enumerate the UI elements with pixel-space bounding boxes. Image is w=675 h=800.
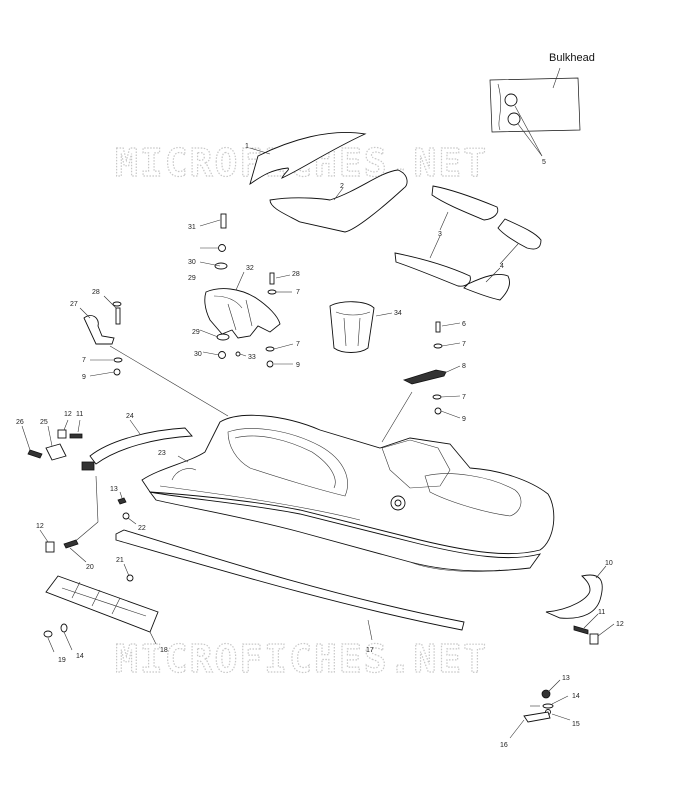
bulkhead-title: Bulkhead — [549, 52, 595, 64]
callout-19: 19 — [58, 657, 66, 664]
callout-25: 25 — [40, 419, 48, 426]
mat-4b — [463, 273, 511, 301]
mat-3a — [431, 185, 499, 221]
callout-7e: 7 — [462, 394, 466, 401]
rear-bumper — [545, 565, 615, 645]
callout-1: 1 — [245, 143, 249, 150]
callout-30a: 30 — [188, 259, 196, 266]
callout-12c: 12 — [616, 621, 624, 628]
callout-15: 15 — [572, 721, 580, 728]
callout-9b: 9 — [296, 362, 300, 369]
callout-11b: 11 — [598, 609, 605, 616]
rub-rail-front — [81, 419, 193, 471]
mat-set — [249, 131, 542, 301]
callout-27: 27 — [70, 301, 78, 308]
callout-24: 24 — [126, 413, 134, 420]
callout-29b: 29 — [192, 329, 200, 336]
watermark-bottom: MICROFICHES.NET — [115, 637, 488, 681]
callout-28b: 28 — [292, 271, 300, 278]
callout-21: 21 — [116, 557, 124, 564]
handle-hardware — [402, 321, 461, 419]
callout-4: 4 — [500, 263, 504, 270]
callout-16: 16 — [500, 742, 508, 749]
callout-18: 18 — [160, 647, 168, 654]
callout-7c: 7 — [82, 357, 86, 364]
hull — [141, 414, 555, 572]
mat-2 — [269, 169, 408, 233]
front-rail-fasteners — [21, 419, 83, 461]
callout-2: 2 — [340, 183, 344, 190]
callout-32: 32 — [246, 265, 254, 272]
callout-22: 22 — [138, 525, 146, 532]
callout-14b: 14 — [572, 693, 580, 700]
bottom-hardware — [509, 679, 571, 739]
callout-12a: 12 — [64, 411, 72, 418]
callout-12b: 12 — [36, 523, 44, 530]
callout-7d: 7 — [462, 341, 466, 348]
callout-33: 33 — [248, 354, 256, 361]
mat-1 — [249, 131, 367, 186]
callout-5: 5 — [542, 159, 546, 166]
leader-lines — [177, 147, 519, 463]
callout-34: 34 — [394, 310, 402, 317]
bulkhead-inset — [489, 67, 581, 157]
callout-7b: 7 — [296, 341, 300, 348]
screw-21 — [126, 574, 134, 582]
rub-rail-side — [115, 529, 465, 641]
callout-14a: 14 — [76, 653, 84, 660]
callout-9c: 9 — [462, 416, 466, 423]
callout-28a: 28 — [92, 289, 100, 296]
callout-13b: 13 — [562, 675, 570, 682]
hook-assembly — [79, 295, 229, 417]
callout-7a: 7 — [296, 289, 300, 296]
callout-9a: 9 — [82, 374, 86, 381]
step-plate — [43, 575, 159, 653]
mat-3b — [394, 252, 471, 287]
callout-8: 8 — [462, 363, 466, 370]
callout-labels: 1 2 3 4 5 6 7 7 7 7 7 8 9 9 9 10 11 11 1… — [16, 143, 624, 749]
callout-6: 6 — [462, 321, 466, 328]
callout-17: 17 — [366, 647, 374, 654]
callout-13a: 13 — [110, 486, 118, 493]
callout-29a: 29 — [188, 275, 196, 282]
callout-3: 3 — [438, 231, 442, 238]
mat-4a — [497, 218, 542, 250]
callout-31: 31 — [188, 224, 196, 231]
glove-box-bracket — [199, 213, 294, 368]
callout-10: 10 — [605, 560, 613, 567]
callout-11a: 11 — [76, 411, 83, 418]
callout-20: 20 — [86, 564, 94, 571]
rear-rail-fasteners — [39, 475, 137, 563]
storage-bin — [329, 301, 413, 443]
callout-30b: 30 — [194, 351, 202, 358]
callout-26: 26 — [16, 419, 24, 426]
callout-23: 23 — [158, 450, 166, 457]
